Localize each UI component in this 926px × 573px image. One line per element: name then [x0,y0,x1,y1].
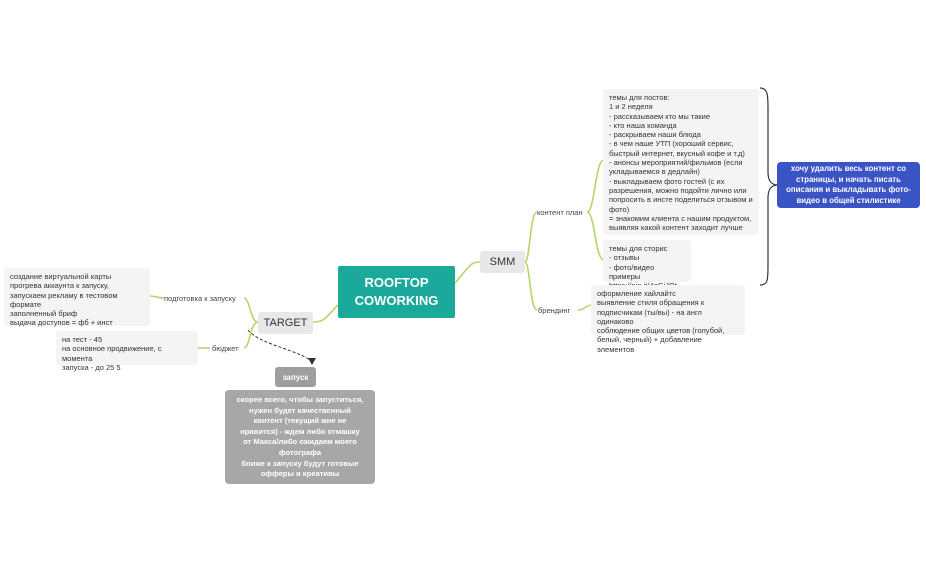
connector-target-prep [243,297,259,323]
connector-root-smm [454,261,481,284]
summary-brace [759,87,779,286]
summary-callout[interactable]: хочу удалить весь контент со страницы, и… [777,162,920,208]
connector-contentplan-posts [586,159,605,213]
subtopic-launch-prep[interactable]: подготовка к запуску [164,293,236,303]
connector-target-budget [243,321,259,349]
floating-topic-launch[interactable]: запуск [275,367,316,387]
connector-smm-branding [524,261,538,311]
connector-root-target [312,304,339,323]
connector-prep-note [149,295,165,299]
note-branding[interactable]: оформление хайлайтс выявление стиля обра… [591,285,745,354]
connector-contentplan-stories [586,211,605,261]
note-post-topics[interactable]: темы для постов: 1 и 2 неделя - рассказы… [603,89,759,235]
root-topic[interactable]: ROOFTOP COWORKING [338,266,455,318]
note-stories-topics[interactable]: темы для сторис - отзывы - фото/видео пр… [603,240,691,290]
relationship-arrow [247,329,313,363]
topic-target[interactable]: TARGET [258,312,313,334]
arrow-head [308,358,316,365]
note-budget[interactable]: на тест - 45 на основное продвижение, с … [56,331,198,372]
subtopic-content-plan[interactable]: контент план [537,207,583,217]
subtopic-branding[interactable]: брендинг [538,305,571,315]
topic-smm[interactable]: SMM [480,251,525,273]
subtopic-budget[interactable]: бюджет [212,343,239,353]
connector-smm-contentplan [524,211,538,263]
note-launch-prep[interactable]: создание виртуальной карты прогрева акка… [4,268,150,327]
floating-note-launch[interactable]: скорее всего, чтобы запуститься, нужен б… [225,390,375,484]
